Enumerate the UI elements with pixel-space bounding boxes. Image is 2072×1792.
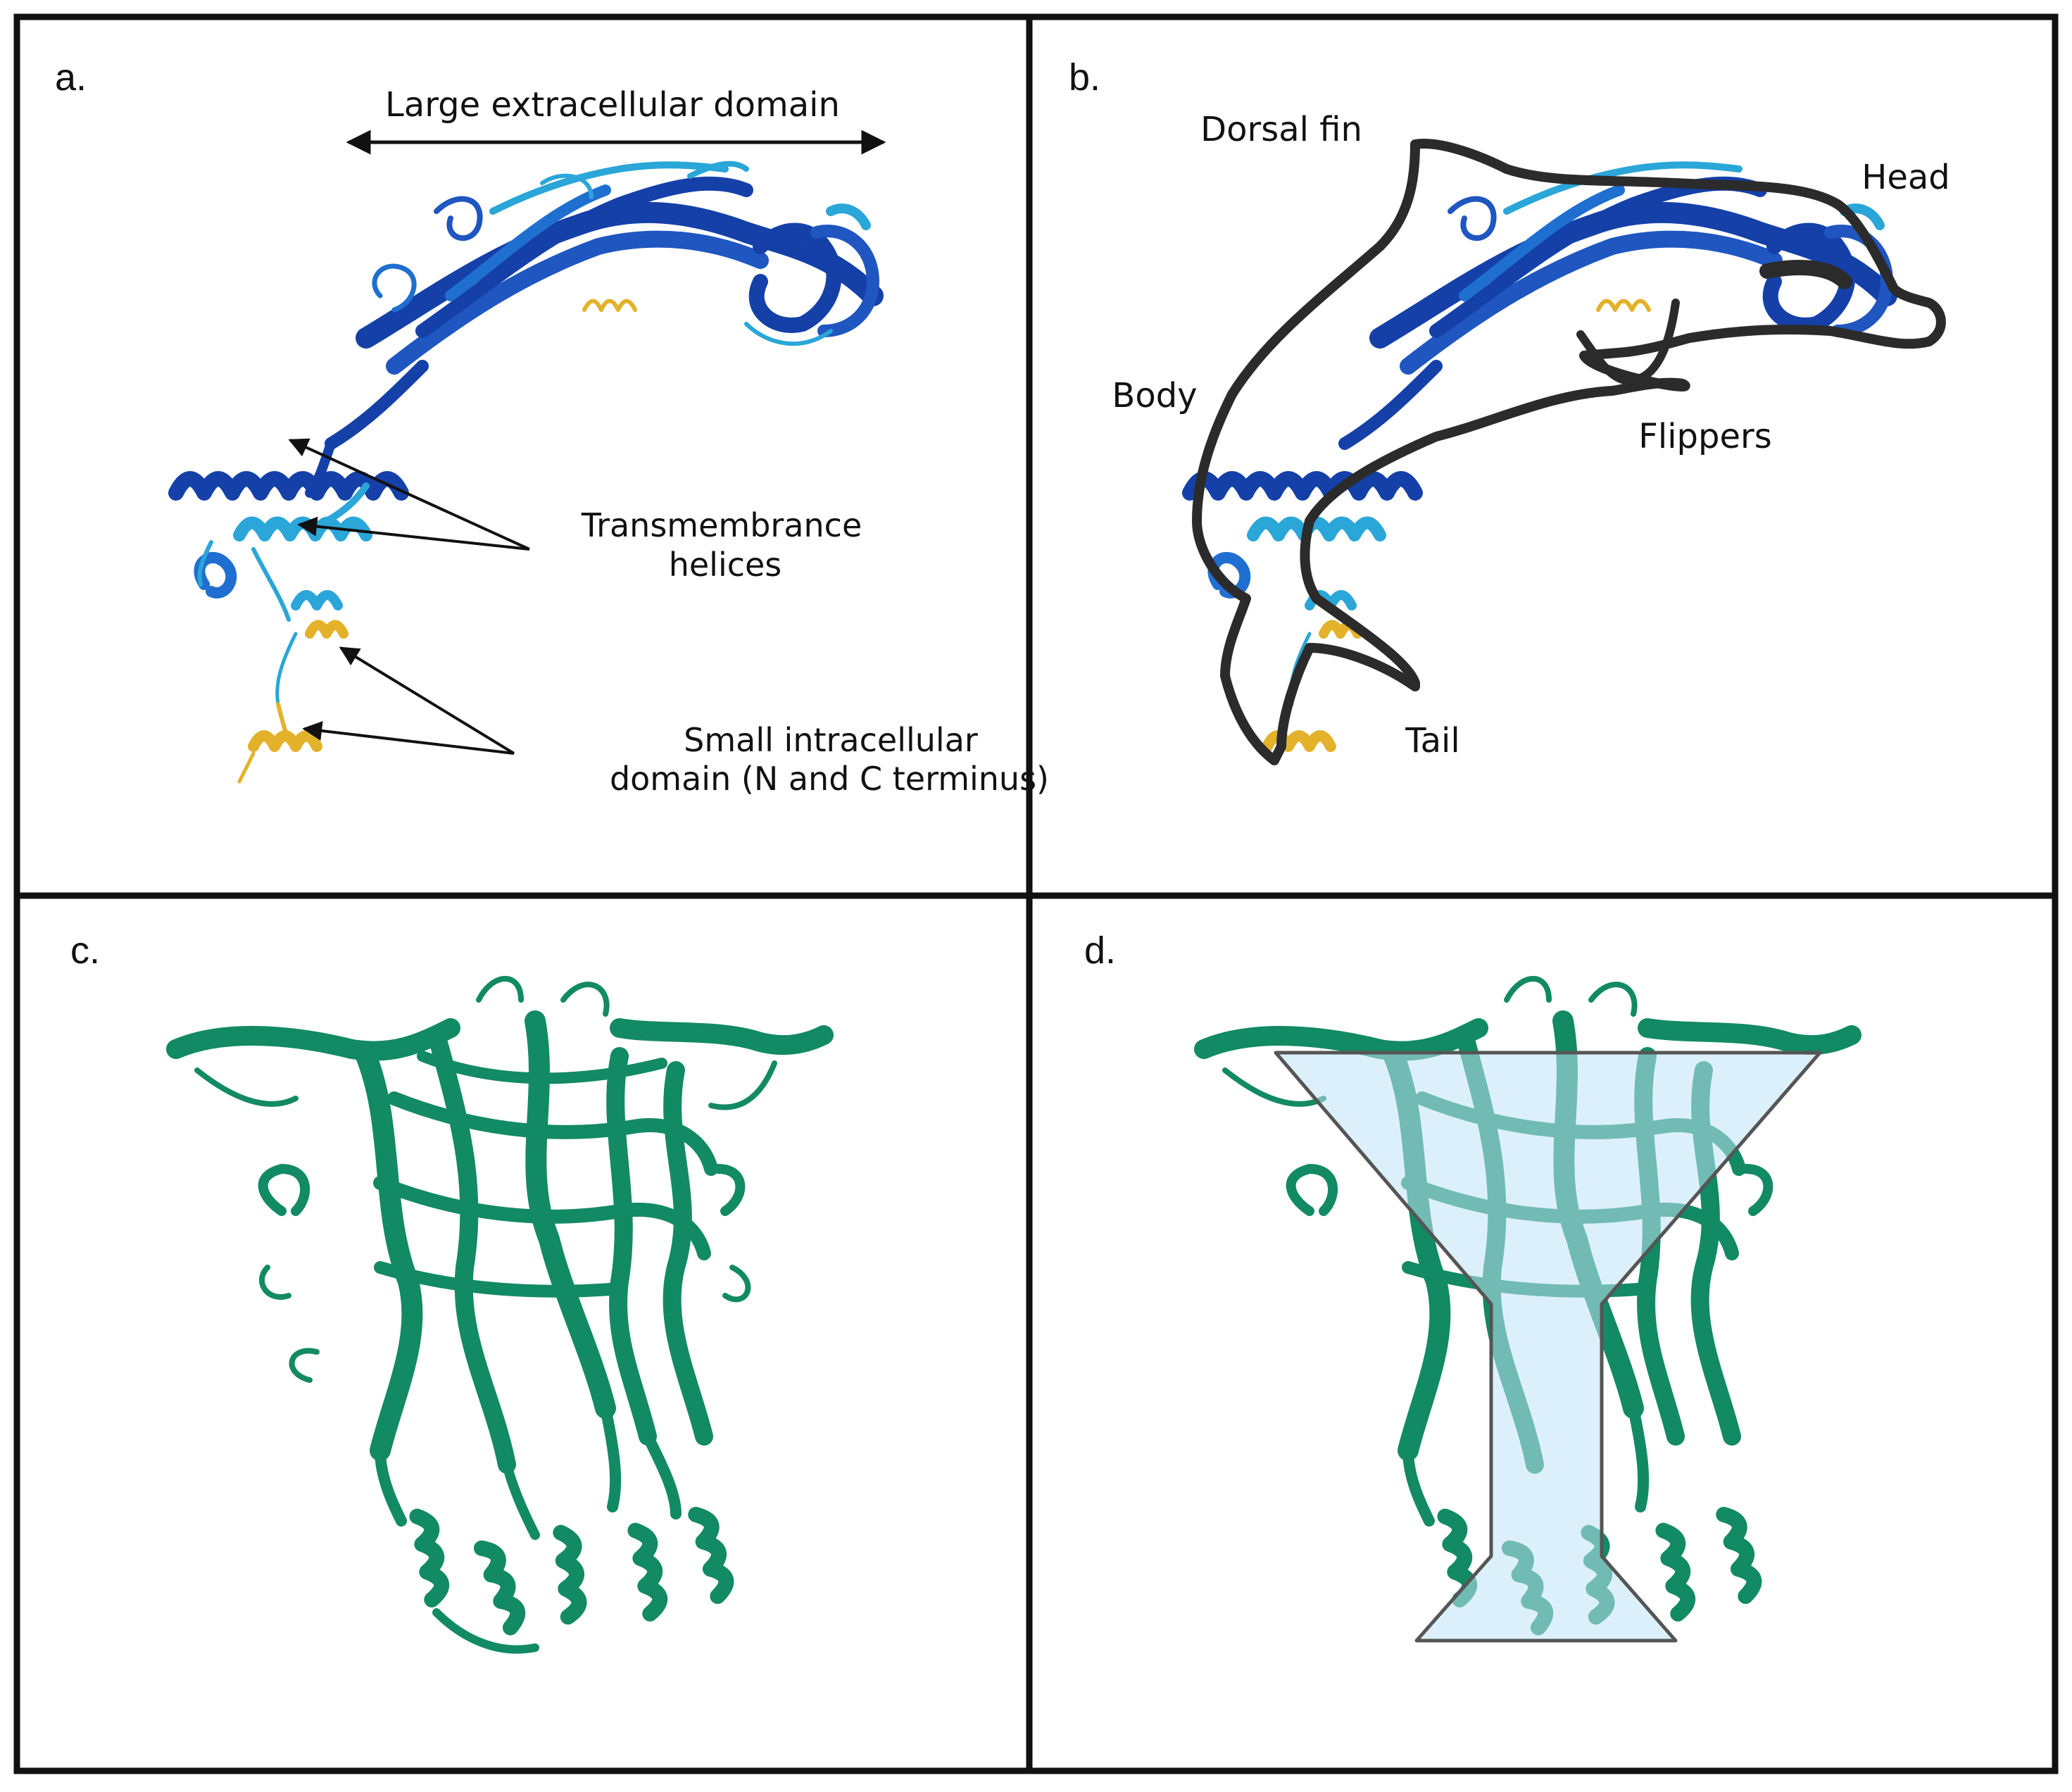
label-transmembrane-line1: Transmembrance bbox=[581, 506, 862, 544]
panel-c: c. bbox=[70, 929, 834, 1654]
monomer-ribbon bbox=[168, 161, 884, 784]
label-extracellular-domain: Large extracellular domain bbox=[385, 85, 840, 125]
panel-a: a. Large extracellular domain bbox=[55, 56, 1049, 798]
dolphin-flipper bbox=[1576, 299, 1680, 385]
ic-arrow-1 bbox=[339, 646, 515, 755]
dolphin-outline bbox=[1192, 139, 1946, 765]
label-tail: Tail bbox=[1405, 721, 1459, 760]
funnel-overlay bbox=[1274, 1051, 1822, 1643]
label-transmembrane-line2: helices bbox=[669, 546, 782, 584]
ic-arrow-2 bbox=[302, 721, 515, 755]
panel-letter-b: b. bbox=[1069, 56, 1100, 99]
trimer-ribbon-c bbox=[166, 976, 834, 1654]
label-flippers: Flippers bbox=[1638, 417, 1772, 456]
panel-letter-c: c. bbox=[70, 929, 100, 972]
tm-arrow-2 bbox=[297, 516, 530, 551]
label-dorsal-fin: Dorsal fin bbox=[1200, 110, 1362, 149]
label-intracellular-line1: Small intracellular bbox=[684, 721, 978, 759]
panel-letter-a: a. bbox=[55, 56, 87, 99]
label-body: Body bbox=[1112, 376, 1197, 415]
head-blowhole bbox=[1759, 260, 1852, 289]
label-intracellular-line2: domain (N and C terminus) bbox=[610, 760, 1049, 798]
tm-arrow-1 bbox=[288, 438, 530, 551]
panel-letter-d: d. bbox=[1084, 929, 1116, 972]
panel-frames bbox=[13, 13, 2059, 1774]
monomer-ribbon-b bbox=[1182, 161, 1897, 752]
panel-b: b. Dorsal fin Head bbox=[1069, 56, 1950, 765]
panel-d: d. bbox=[1084, 929, 1861, 1643]
label-head: Head bbox=[1861, 158, 1950, 197]
